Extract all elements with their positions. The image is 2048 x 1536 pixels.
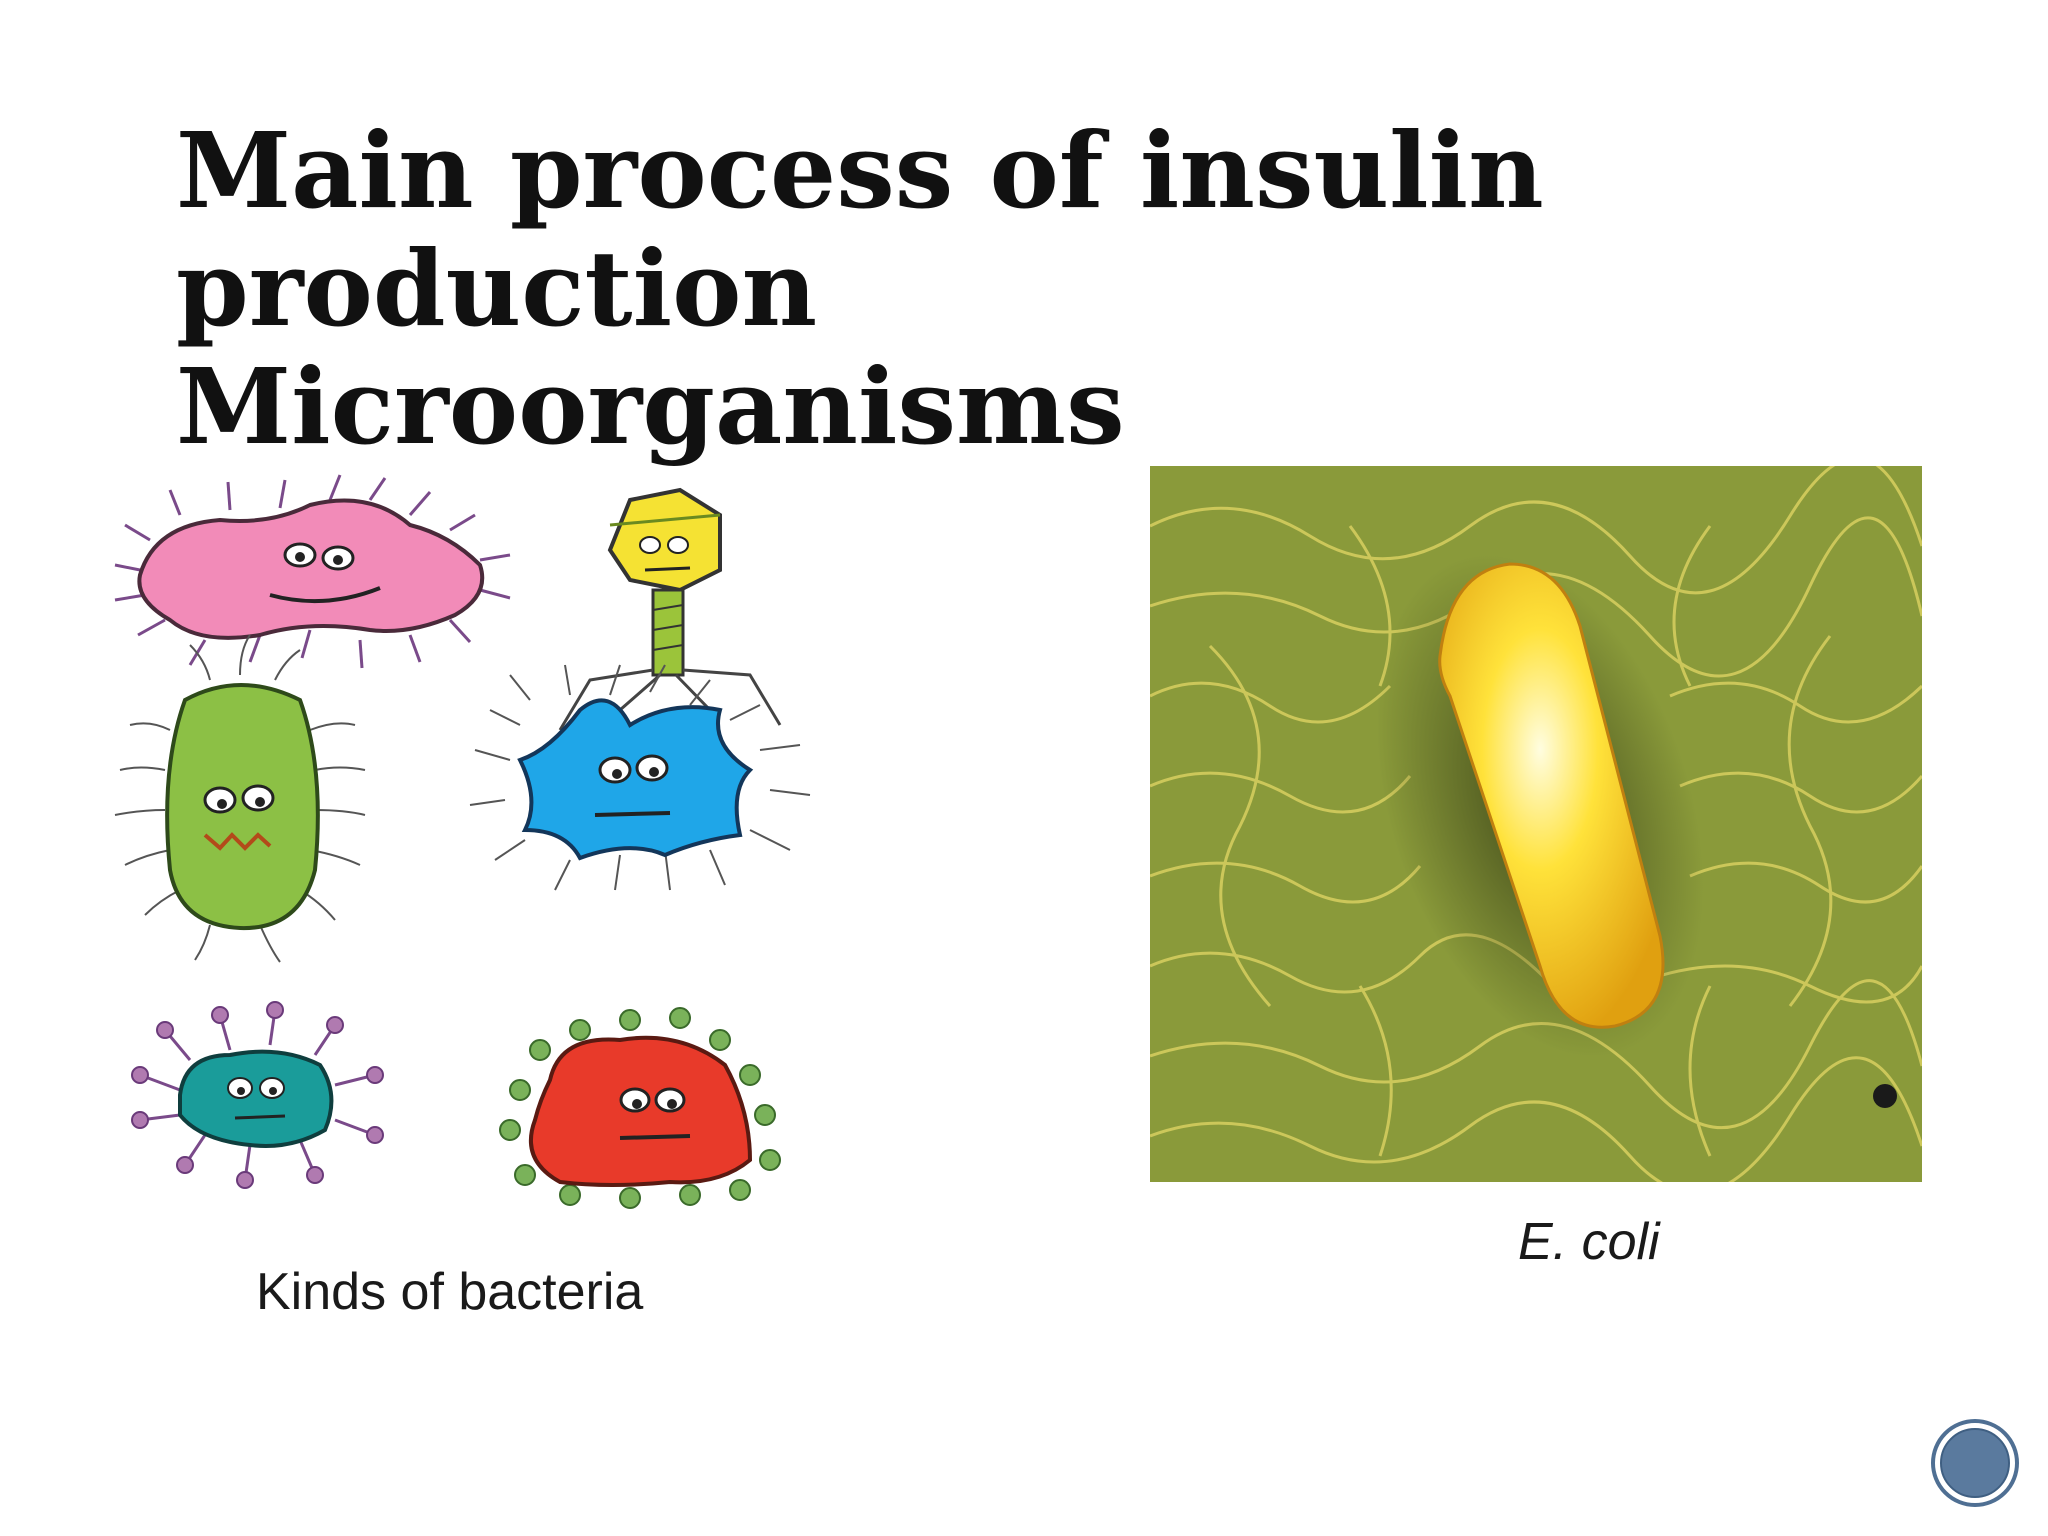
circle-button-icon[interactable]	[1930, 1418, 2020, 1508]
bacteria-illustration	[114, 474, 811, 1209]
ecoli-micrograph	[1150, 466, 1922, 1182]
title-line-2: production	[176, 227, 818, 350]
teal-bacterium-image	[131, 1001, 384, 1189]
slide-title: Main process of insulin production Micro…	[176, 112, 1776, 466]
title-line-1: Main process of insulin	[176, 109, 1544, 232]
ecoli-caption: E. coli	[1518, 1213, 1660, 1271]
pink-bacterium-image	[114, 474, 511, 669]
blue-bacterium-image	[469, 664, 811, 891]
red-bacterium-image	[499, 1007, 781, 1209]
bacteria-caption: Kinds of bacteria	[256, 1263, 644, 1321]
green-bacterium-image	[114, 634, 366, 963]
title-line-3: Microorganisms	[176, 345, 1125, 468]
yellow-phage-image	[558, 487, 782, 751]
